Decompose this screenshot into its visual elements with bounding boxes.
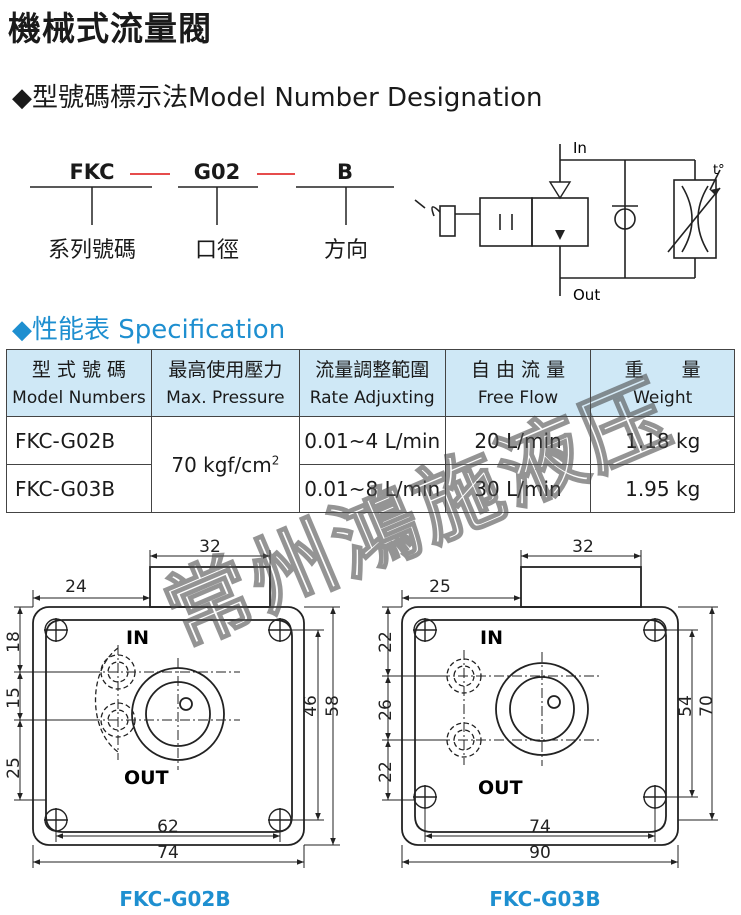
spec-heading: ◆性能表 Specification [12, 315, 286, 345]
g02-in-label: IN [126, 627, 149, 649]
cell-model: FKC-G02B [6, 416, 152, 465]
cell-rate: 0.01~4 L/min [298, 416, 446, 465]
symbol-out-label: Out [573, 286, 600, 304]
svg-text:25: 25 [429, 577, 451, 597]
g03-out-label: OUT [478, 777, 523, 799]
drawings: 32 24 18 15 25 46 58 62 74 IN OUT [4, 537, 718, 868]
desc-size: 口徑 [194, 238, 239, 263]
table-row: FKC-G02B 70 kgf/cm2 0.01~4 L/min 20 L/mi… [6, 416, 735, 513]
svg-text:15: 15 [4, 687, 24, 709]
svg-text:74: 74 [529, 817, 551, 837]
svg-text:54: 54 [676, 695, 696, 717]
svg-text:58: 58 [323, 695, 343, 717]
cell-flow: 20 L/min [444, 416, 592, 465]
drawing-g02: 32 24 18 15 25 46 58 62 74 IN OUT [4, 537, 343, 868]
svg-text:74: 74 [157, 843, 179, 863]
svg-text:32: 32 [199, 537, 221, 557]
svg-text:18: 18 [4, 631, 24, 653]
code-size: G02 [193, 160, 241, 184]
page-title: 機械式流量閥 [8, 9, 212, 48]
cell-pressure: 70 kgf/cm2 [150, 416, 300, 513]
symbol-in-label: In [573, 139, 587, 157]
svg-text:70: 70 [697, 695, 717, 717]
desc-direction: 方向 [323, 238, 368, 263]
hydraulic-symbol: In Out t° [414, 139, 725, 304]
cell-flow: 30 L/min [444, 464, 592, 513]
svg-text:90: 90 [529, 843, 551, 863]
svg-text:22: 22 [376, 761, 396, 783]
designation-heading: ◆型號碼標示法Model Number Designation [12, 83, 543, 113]
svg-text:25: 25 [4, 757, 24, 779]
caption-g02: FKC-G02B [119, 887, 231, 911]
caption-g03: FKC-G03B [489, 887, 601, 911]
svg-text:32: 32 [572, 537, 594, 557]
table-row: FKC-G03B 0.01~8 L/min 30 L/min 1.95 kg [6, 464, 735, 513]
cell-weight: 1.18 kg [590, 416, 735, 465]
desc-series: 系列號碼 [47, 238, 136, 263]
cell-model: FKC-G03B [6, 464, 152, 513]
cell-rate: 0.01~8 L/min [298, 464, 446, 513]
code-direction: B [336, 160, 353, 184]
svg-text:24: 24 [65, 577, 87, 597]
symbol-temp-label: t° [713, 163, 725, 178]
svg-text:46: 46 [301, 695, 321, 717]
svg-text:62: 62 [157, 817, 179, 837]
svg-text:22: 22 [376, 631, 396, 653]
g03-in-label: IN [480, 627, 503, 649]
drawing-g03: 32 25 22 26 22 54 70 74 90 IN OUT [376, 537, 718, 868]
svg-text:26: 26 [376, 699, 396, 721]
code-series: FKC [69, 160, 115, 184]
g02-out-label: OUT [124, 767, 169, 789]
cell-weight: 1.95 kg [590, 464, 735, 513]
